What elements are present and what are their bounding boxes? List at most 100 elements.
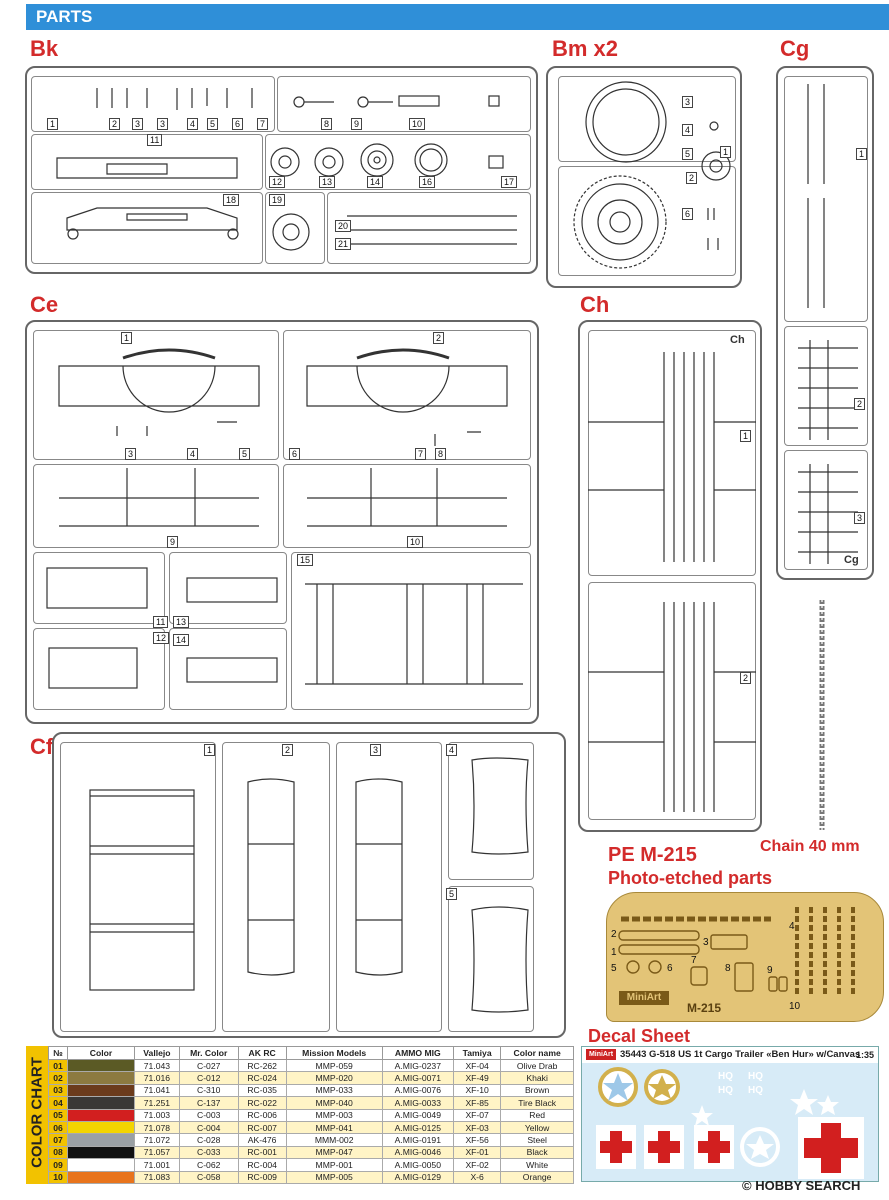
cf-num: 4 — [446, 744, 458, 756]
col-mission-models: Mission Models — [285, 1046, 383, 1060]
pe-num: 5 — [611, 963, 617, 974]
color-chart-cell-mr: C-012 — [178, 1071, 239, 1085]
color-chart-cell-ammo: A.MIG-0050 — [381, 1158, 455, 1172]
ce-num: 8 — [435, 448, 447, 460]
bk-num: 16 — [419, 176, 436, 188]
color-chart-cell-vallejo: 71.016 — [134, 1071, 180, 1085]
bk-num: 5 — [207, 118, 219, 130]
color-chart-cell-ak: RC-024 — [237, 1071, 287, 1085]
color-chart-table: № Color Vallejo Mr. Color AK RC Mission … — [48, 1046, 574, 1184]
color-swatch — [67, 1058, 135, 1073]
color-chart-cell-vallejo: 71.001 — [134, 1158, 180, 1172]
color-chart-cell-mission: MMP-033 — [285, 1083, 383, 1098]
color-chart-cell-ak: RC-009 — [237, 1170, 287, 1184]
bm-num: 4 — [682, 124, 694, 136]
ce-num: 11 — [153, 616, 169, 628]
color-chart-cell-ak: AK-476 — [237, 1133, 287, 1147]
col-tamiya: Tamiya — [453, 1046, 502, 1060]
sprue-cf-label: Cf — [30, 734, 54, 759]
bk-num: 4 — [187, 118, 199, 130]
bk-num: 9 — [351, 118, 363, 130]
color-chart-cell-mission: MMM-002 — [285, 1133, 383, 1147]
color-chart-cell-tamiya: X-6 — [453, 1170, 502, 1184]
color-chart-cell-name: Khaki — [500, 1071, 574, 1085]
col-color: Color — [67, 1046, 135, 1060]
col-mr-color: Mr. Color — [178, 1046, 239, 1060]
sprue-ce-parts — [46, 348, 523, 689]
color-chart-cell-mr: C-028 — [178, 1133, 239, 1147]
color-swatch — [67, 1120, 135, 1135]
pe-num: 9 — [767, 965, 773, 976]
color-chart-cell-no: 05 — [48, 1108, 68, 1122]
cf-num: 1 — [204, 744, 216, 756]
color-chart-label: COLOR CHART — [28, 1057, 46, 1168]
pe-subtitle: Photo-etched parts — [608, 868, 773, 888]
color-chart-cell-mr: C-003 — [178, 1108, 239, 1122]
color-chart-cell-name: Tire Black — [500, 1096, 574, 1110]
color-swatch — [67, 1170, 135, 1184]
sprue-ch-label: Ch — [580, 292, 610, 317]
color-chart-cell-mission: MMP-005 — [285, 1170, 383, 1184]
ch-cell-b — [588, 582, 756, 820]
col-no: № — [48, 1046, 68, 1060]
decal-brand: MiniArt — [586, 1049, 616, 1060]
color-chart-header-row: № Color Vallejo Mr. Color AK RC Mission … — [48, 1046, 574, 1060]
color-chart-cell-ammo: A.MIG-0046 — [381, 1145, 455, 1160]
bk-num: 6 — [232, 118, 244, 130]
color-chart-cell-tamiya: XF-85 — [453, 1096, 502, 1110]
color-chart-cell-vallejo: 71.251 — [134, 1096, 180, 1110]
color-chart-cell-ammo: A.MIG-0049 — [381, 1108, 455, 1122]
pe-sheet: MiniArt M-215 1 2 3 4 5 6 7 8 9 10 — [606, 892, 884, 1022]
bm-num: 2 — [686, 172, 698, 184]
color-swatch — [67, 1108, 135, 1122]
color-chart-cell-tamiya: XF-01 — [453, 1145, 502, 1160]
bk-num: 8 — [321, 118, 333, 130]
cf-cell-b — [222, 742, 330, 1032]
pe-num: 1 — [611, 947, 617, 958]
cf-num: 2 — [282, 744, 294, 756]
color-chart-cell-mission: MMP-059 — [285, 1058, 383, 1073]
color-chart-cell-mission: MMP-047 — [285, 1145, 383, 1160]
bm-cell-b — [558, 166, 736, 276]
color-chart-cell-vallejo: 71.057 — [134, 1145, 180, 1160]
color-chart-cell-name: Brown — [500, 1083, 574, 1098]
decal-sheet: MiniArt 35443 G-518 US 1t Cargo Trailer … — [581, 1046, 879, 1182]
color-chart-cell-tamiya: XF-49 — [453, 1071, 502, 1085]
ce-cell-b — [283, 330, 531, 460]
sprue-ce-label: Ce — [30, 292, 59, 317]
cg-cell-b — [784, 326, 868, 446]
sprue-bk: Bk 1 2 3 3 4 5 6 7 8 9 10 11 12 13 — [25, 66, 538, 274]
color-chart-cell-ammo: A.MIG-0129 — [381, 1170, 455, 1184]
color-swatch — [67, 1133, 135, 1147]
color-chart-cell-ak: RC-262 — [237, 1058, 287, 1073]
color-chart-cell-mission: MMP-041 — [285, 1120, 383, 1135]
color-chart-cell-name: Steel — [500, 1133, 574, 1147]
decal-hq: HQ — [718, 1071, 733, 1082]
sprue-cg: 1 2 3 Cg — [776, 66, 874, 580]
color-chart-cell-name: Orange — [500, 1170, 574, 1184]
ce-num: 5 — [239, 448, 251, 460]
cg-cell-c — [784, 450, 868, 570]
color-chart-cell-tamiya: XF-10 — [453, 1083, 502, 1098]
decal-hq: HQ — [748, 1085, 763, 1096]
sprue-ch: Ch 1 2 — [578, 320, 762, 832]
decal-header: 35443 G-518 US 1t Cargo Trailer «Ben Hur… — [620, 1049, 861, 1060]
pe-num: 2 — [611, 929, 617, 940]
bk-num: 13 — [319, 176, 336, 188]
color-chart-cell-ak: RC-022 — [237, 1096, 287, 1110]
ce-num: 2 — [433, 332, 445, 344]
decal-hq: HQ — [748, 1071, 763, 1082]
color-chart-cell-ammo: A.MIG-0076 — [381, 1083, 455, 1098]
bm-num: 1 — [720, 146, 732, 158]
sprue-bm-label: Bm x2 — [552, 36, 619, 61]
color-chart-cell-name: Red — [500, 1108, 574, 1122]
color-chart-cell-mr: C-004 — [178, 1120, 239, 1135]
sprue-ch-parts — [588, 352, 756, 812]
color-chart-cell-tamiya: XF-04 — [453, 1058, 502, 1073]
color-chart-cell-no: 01 — [48, 1058, 68, 1073]
decal-art — [596, 1067, 864, 1179]
